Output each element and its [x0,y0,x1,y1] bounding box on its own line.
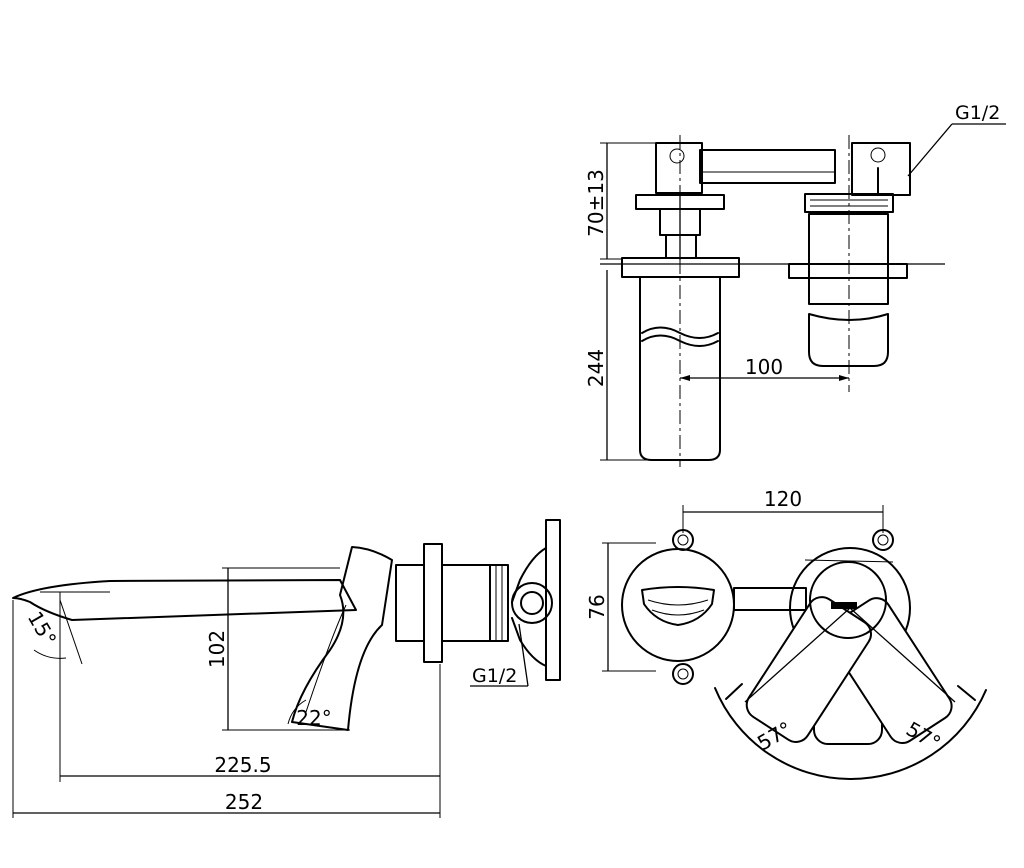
dim-spacing-top: 100 [745,355,783,379]
dim-spout-height: 102 [205,630,229,668]
label-thread-top: G1/2 [955,102,1000,124]
dim-height-body: 70±13 [584,169,608,237]
label-thread-side: G1/2 [472,665,517,687]
dim-spout-length: 225.5 [214,753,271,777]
front-elevation-view: 70±13 244 100 G1/2 [584,102,1006,467]
dim-depth: 244 [584,349,608,387]
dim-total-length: 252 [225,790,263,814]
top-view: 120 76 [585,487,987,780]
dim-plate-height: 76 [585,594,609,619]
dim-center-distance: 120 [764,487,802,511]
dim-handle-angle: 22° [296,706,331,730]
side-view: 102 15° 22° G1/2 225.5 252 [12,519,561,818]
